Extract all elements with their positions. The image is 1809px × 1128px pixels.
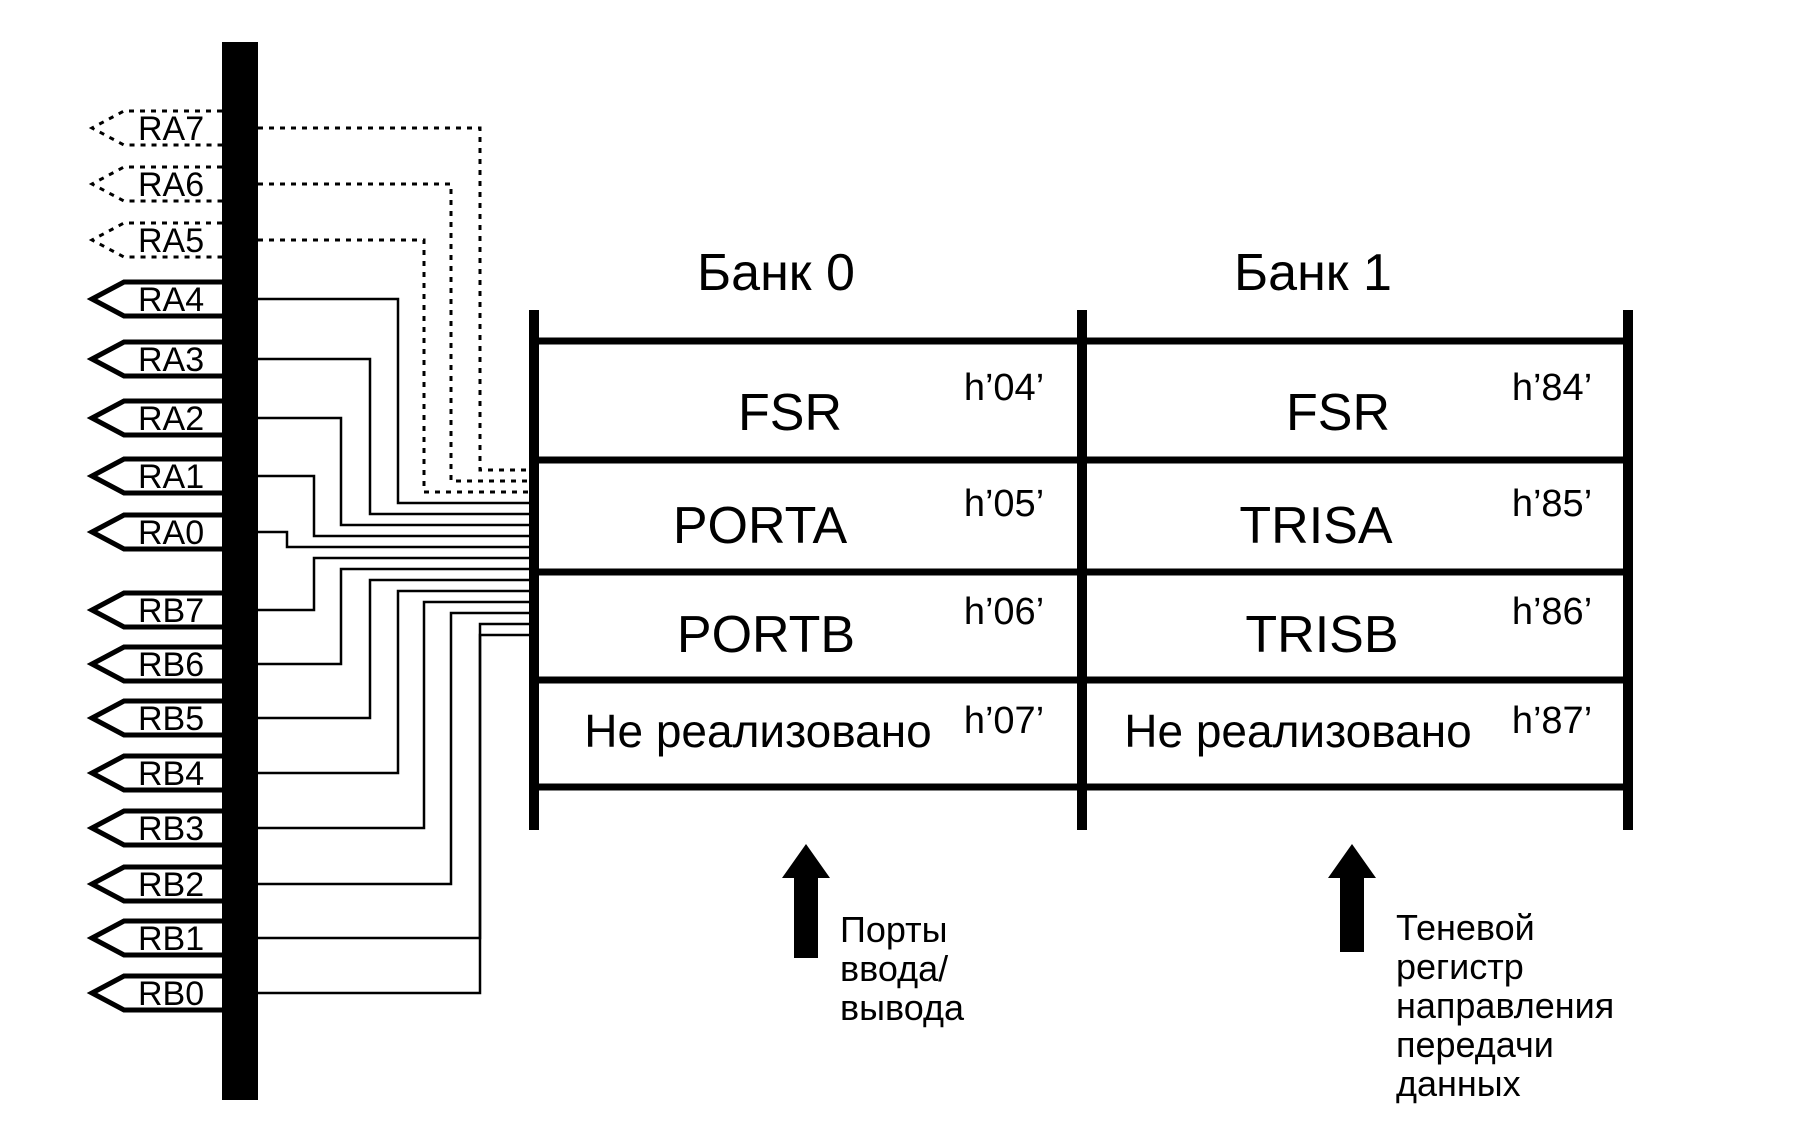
pin-ra5: RA5 — [88, 221, 222, 260]
note-bank0: Порты ввода/ вывода — [840, 909, 965, 1028]
pin-label: RB0 — [138, 975, 204, 1013]
register-name: FSR — [738, 384, 842, 442]
pin-connector — [86, 808, 222, 848]
note-line: Теневой — [1396, 907, 1535, 948]
wires — [258, 126, 530, 995]
arrow-bank0-icon — [782, 844, 830, 958]
pin-connector — [86, 644, 222, 684]
pin-ra0: RA0 — [86, 512, 222, 552]
register-name: Не реализовано — [1124, 705, 1472, 757]
register-name: Не реализовано — [584, 705, 932, 757]
register-address: h’04’ — [964, 367, 1044, 409]
note-line: данных — [1396, 1063, 1521, 1104]
pin-rb6: RB6 — [86, 644, 222, 684]
bank-0-title: Банк 0 — [697, 244, 855, 302]
pin-label: RA2 — [138, 400, 204, 438]
pin-label: RA5 — [138, 222, 204, 260]
pin-ra4: RA4 — [86, 279, 222, 319]
pin-ra3: RA3 — [86, 339, 222, 379]
pin-ra7: RA7 — [88, 109, 222, 148]
note-line: направления — [1396, 985, 1614, 1026]
wire-rb3 — [258, 600, 530, 830]
pin-connector — [86, 864, 222, 904]
pin-rb7: RB7 — [86, 590, 222, 630]
note-line: регистр — [1396, 946, 1524, 987]
pin-ra2: RA2 — [86, 398, 222, 438]
arrow-bank1-icon — [1328, 844, 1376, 952]
wire-ra1 — [258, 474, 530, 538]
wire-ra7 — [258, 126, 530, 472]
pin-connector — [86, 398, 222, 438]
pins: RA7RA6RA5RA4RA3RA2RA1RA0RB7RB6RB5RB4RB3R… — [86, 109, 222, 1013]
wire-rb2 — [258, 611, 530, 886]
pin-connector — [88, 221, 222, 259]
chip-body — [222, 42, 258, 1100]
wire-rb6 — [258, 567, 530, 666]
register-address: h’06’ — [964, 591, 1044, 633]
register-address: h’84’ — [1512, 367, 1592, 409]
pin-label: RA1 — [138, 458, 204, 496]
pin-connector — [86, 279, 222, 319]
register-address: h’05’ — [964, 483, 1044, 525]
pin-connector — [86, 918, 222, 958]
register-name: FSR — [1286, 384, 1390, 442]
wire-rb1 — [258, 622, 530, 940]
register-name: PORTA — [673, 497, 848, 555]
note-line: Порты — [840, 909, 948, 950]
register-name: TRISB — [1245, 606, 1398, 664]
pin-connector — [86, 753, 222, 793]
wire-rb4 — [258, 589, 530, 775]
register-table: Банк 0 Банк 1 FSR h’04’ FSR h’84’ PORTA … — [529, 244, 1633, 830]
pin-label: RB2 — [138, 866, 204, 904]
pin-ra6: RA6 — [88, 165, 222, 204]
pin-label: RB4 — [138, 755, 204, 793]
note-bank1: Теневой регистр направления передачи дан… — [1396, 907, 1614, 1104]
wire-ra2 — [258, 416, 530, 527]
pin-label: RA7 — [138, 110, 204, 148]
pin-connector — [86, 456, 222, 496]
pin-connector — [88, 165, 222, 203]
pin-connector — [86, 590, 222, 630]
pin-label: RB7 — [138, 592, 204, 630]
pin-label: RB3 — [138, 810, 204, 848]
pin-connector — [86, 339, 222, 379]
wire-rb5 — [258, 578, 530, 720]
wire-ra3 — [258, 357, 530, 516]
wire-rb0 — [258, 633, 530, 995]
pin-label: RB6 — [138, 646, 204, 684]
pin-rb4: RB4 — [86, 753, 222, 793]
pin-label: RB1 — [138, 920, 204, 958]
wire-ra4 — [258, 297, 530, 505]
wire-rb7 — [258, 556, 530, 612]
pin-connector — [86, 973, 222, 1013]
register-name: PORTB — [677, 606, 855, 664]
note-line: вывода — [840, 987, 965, 1028]
pin-rb2: RB2 — [86, 864, 222, 904]
pin-ra1: RA1 — [86, 456, 222, 496]
wire-ra5 — [258, 238, 530, 494]
bank-1-title: Банк 1 — [1234, 244, 1392, 302]
pin-label: RA3 — [138, 341, 204, 379]
pin-rb0: RB0 — [86, 973, 222, 1013]
wire-ra6 — [258, 182, 530, 483]
pin-connector — [88, 109, 222, 147]
pin-label: RA0 — [138, 514, 204, 552]
pin-rb1: RB1 — [86, 918, 222, 958]
pin-label: RA4 — [138, 281, 204, 319]
register-name: TRISA — [1239, 497, 1392, 555]
pin-rb3: RB3 — [86, 808, 222, 848]
pin-connector — [86, 512, 222, 552]
wire-ra0 — [258, 530, 530, 549]
pin-rb5: RB5 — [86, 698, 222, 738]
register-address: h’85’ — [1512, 483, 1592, 525]
note-line: ввода/ — [840, 948, 948, 989]
pin-connector — [86, 698, 222, 738]
note-line: передачи — [1396, 1024, 1554, 1065]
register-address: h’07’ — [964, 700, 1044, 742]
register-address: h’87’ — [1512, 700, 1592, 742]
register-address: h’86’ — [1512, 591, 1592, 633]
pin-label: RA6 — [138, 166, 204, 204]
pin-label: RB5 — [138, 700, 204, 738]
